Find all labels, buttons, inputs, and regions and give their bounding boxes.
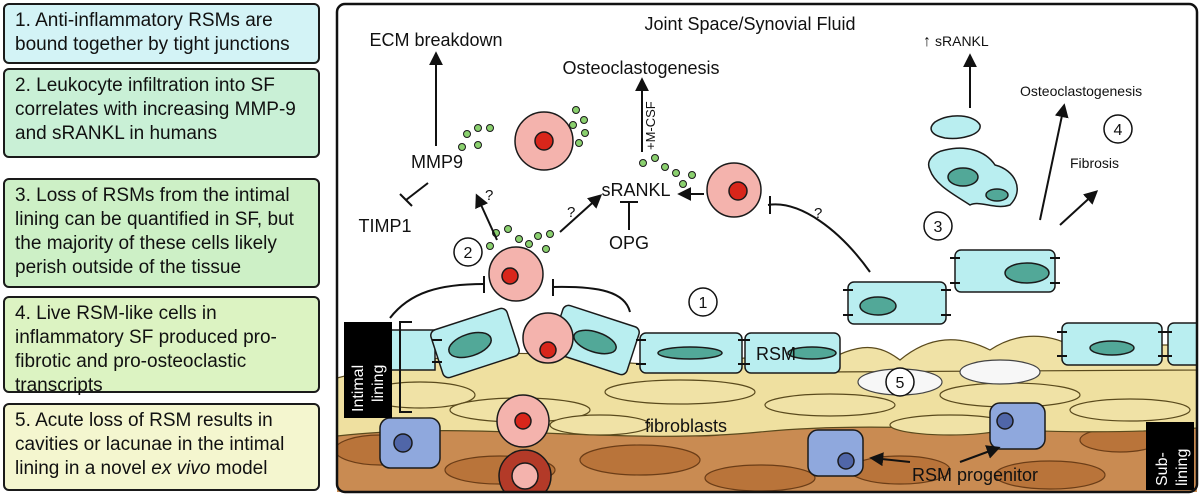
osteoclastogenesis-label: Osteoclastogenesis <box>562 58 719 78</box>
diagram-panel-border <box>335 2 1199 494</box>
detached-rsm-cells <box>928 115 1018 208</box>
vesicles <box>458 106 696 253</box>
intimal-lining-text-1: Intimal <box>350 365 367 412</box>
mmp9-label: MMP9 <box>411 152 463 172</box>
question-mark-2: ? <box>567 204 575 221</box>
step-markers: 1 2 3 4 5 <box>453 114 1133 397</box>
info-box-3-text: Loss of RSMs from the intimal lining can… <box>15 185 294 278</box>
step-marker-5: 5 <box>896 375 905 392</box>
info-box-1-text: Anti-inflammatory RSMs are bound togethe… <box>15 10 290 55</box>
info-box-2: 2. Leukocyte infiltration into SF correl… <box>3 68 320 158</box>
fibroblasts-label: fibroblasts <box>645 416 727 436</box>
joint-space-label: Joint Space/Synovial Fluid <box>644 14 855 34</box>
step-marker-2: 2 <box>464 245 473 262</box>
lacuna-2 <box>959 359 1041 385</box>
question-mark-1: ? <box>485 187 493 204</box>
osteoclastogenesis-right-label: Osteoclastogenesis <box>1020 83 1142 99</box>
fibrosis-label: Fibrosis <box>1070 155 1119 171</box>
sub-lining-tag <box>1146 422 1194 490</box>
sub-lining-text-2: lining <box>1174 449 1191 486</box>
tight-junctions <box>432 257 1172 365</box>
info-box-3-number: 3. <box>15 185 31 206</box>
srankl-label: sRANKL <box>601 180 670 200</box>
question-mark-3: ? <box>814 205 822 222</box>
up-arrow-symbol: ↑ <box>923 33 931 50</box>
leukocytes <box>488 111 762 492</box>
info-box-5-text-end: model <box>210 458 268 479</box>
info-box-2-number: 2. <box>15 75 31 96</box>
rsm-progenitors <box>379 402 1046 477</box>
ecm-breakdown-label: ECM breakdown <box>369 30 502 50</box>
opg-label: OPG <box>609 233 649 253</box>
info-box-1: 1. Anti-inflammatory RSMs are bound toge… <box>3 3 320 64</box>
info-box-4: 4. Live RSM-like cells in inflammatory S… <box>3 296 320 396</box>
info-box-5: 5. Acute loss of RSM results in cavities… <box>3 403 320 491</box>
pathway-arrows <box>389 51 1099 467</box>
info-box-1-number: 1. <box>15 10 31 31</box>
step-marker-3: 3 <box>934 219 943 236</box>
srankl-up-label: sRANKL <box>935 33 989 49</box>
step-marker-4: 4 <box>1114 122 1123 139</box>
fibroblast-cells <box>364 379 1191 436</box>
info-box-5-text: Acute loss of RSM results in cavities or… <box>15 410 285 479</box>
info-box-5-number: 5. <box>15 410 31 431</box>
rsm-progenitor-label: RSM progenitor <box>912 465 1038 485</box>
info-box-3: 3. Loss of RSMs from the intimal lining … <box>3 178 320 288</box>
timp1-label: TIMP1 <box>358 216 411 236</box>
sub-lining-text-1: Sub- <box>1154 452 1171 486</box>
info-box-5-italic: ex vivo <box>151 458 211 479</box>
info-box-4-text: Live RSM-like cells in inflammatory SF p… <box>15 303 277 396</box>
rsm-label: RSM <box>756 344 796 364</box>
step-marker-1: 1 <box>699 295 708 312</box>
intimal-lining-text-2: lining <box>370 365 387 402</box>
m-csf-label: +M-CSF <box>643 101 658 150</box>
info-box-4-number: 4. <box>15 303 31 324</box>
info-box-2-text: Leukocyte infiltration into SF correlate… <box>15 75 296 144</box>
intimal-bracket <box>399 321 412 413</box>
intimal-lining-tag <box>344 322 392 418</box>
